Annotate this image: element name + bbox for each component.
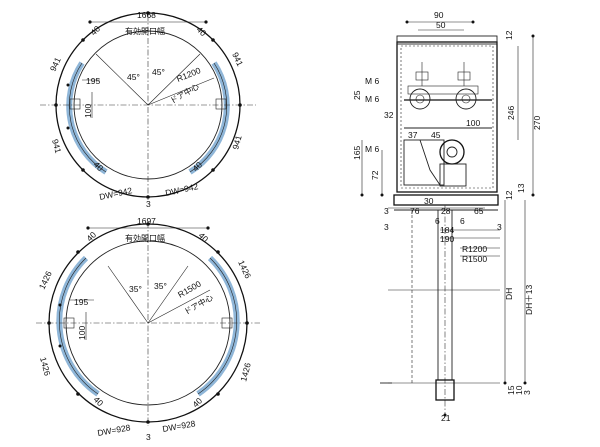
d3-c: 3 <box>497 222 502 232</box>
d65: 65 <box>474 206 484 216</box>
dw-right: DW=942 <box>164 181 199 198</box>
d90: 90 <box>434 10 444 20</box>
jamb-left <box>63 317 75 329</box>
m6-b: M 6 <box>365 94 379 104</box>
arc-right-bottom: 941 <box>230 134 243 151</box>
dw-left: DW=928 <box>97 422 132 438</box>
angle-line-left <box>107 265 149 324</box>
width-dim: 1668 <box>137 10 156 20</box>
r1500: R1500 <box>462 254 487 264</box>
d72: 72 <box>370 170 380 180</box>
glass-edge-right <box>197 257 237 395</box>
d50: 50 <box>436 20 446 30</box>
d246: 246 <box>506 106 516 120</box>
section-view: 90 50 12 270 246 M 6 M 6 M 6 25 32 100 3… <box>352 10 542 423</box>
arc-right-bottom: 1426 <box>238 361 253 382</box>
d32: 32 <box>384 110 394 120</box>
d184: 184 <box>440 225 454 235</box>
gap-3: 3 <box>146 432 151 442</box>
d37: 37 <box>408 130 418 140</box>
door-center: ドア中心 <box>168 81 201 106</box>
radius-line <box>147 289 211 324</box>
d3-b: 3 <box>384 222 389 232</box>
arc-left-top: 941 <box>48 56 63 73</box>
d15: 15 <box>506 385 516 395</box>
angle-line-left <box>95 53 149 106</box>
arc-left-bottom: 941 <box>50 138 63 155</box>
opening-label: 有効開口幅 <box>125 26 165 36</box>
d12-top: 12 <box>504 30 514 40</box>
bottom-40-right: 40 <box>190 395 204 409</box>
dw-left: DW=942 <box>98 185 133 202</box>
angle-right: 35° <box>154 281 167 291</box>
d13: 13 <box>516 183 526 193</box>
sill-bottom <box>435 379 455 401</box>
inner-circle <box>65 240 231 406</box>
plan-top: 1668 有効開口幅 40 40 941 941 941 941 45° 45°… <box>40 10 256 209</box>
opening-label: 有効開口幅 <box>125 233 165 243</box>
header-frame <box>396 41 498 193</box>
d165: 165 <box>352 146 362 160</box>
m6-a: M 6 <box>365 76 379 86</box>
angle-right: 45° <box>152 67 165 77</box>
dh13: DH＋13 <box>524 284 534 315</box>
d45: 45 <box>431 130 441 140</box>
glass-edge-right <box>189 62 228 173</box>
angle-left: 35° <box>129 284 142 294</box>
d6-b: 6 <box>460 216 465 226</box>
jamb-right <box>215 98 227 110</box>
d76: 76 <box>410 206 420 216</box>
jamb-right <box>221 317 233 329</box>
d21: 21 <box>441 413 451 423</box>
width-dim: 1697 <box>137 216 156 226</box>
roller-left <box>409 88 431 110</box>
door-operator <box>403 139 445 186</box>
arc-right-top: 1426 <box>236 259 253 281</box>
plan-bottom: 1697 有効開口幅 40 40 1426 1426 1426 1426 35°… <box>36 216 260 442</box>
header-inner <box>400 45 494 189</box>
radius-label: R1500 <box>176 278 203 299</box>
glass-edge-left <box>59 257 99 395</box>
edge-40-left: 40 <box>88 23 102 37</box>
d12-mid: 12 <box>504 190 514 200</box>
roller-right <box>455 88 477 110</box>
glass-edge-left <box>68 62 107 173</box>
dim-195: 195 <box>86 76 100 86</box>
m6-c: M 6 <box>365 144 379 154</box>
edge-40-right: 40 <box>197 230 211 244</box>
r1200: R1200 <box>462 244 487 254</box>
hanger-plate <box>407 85 479 95</box>
dh: DH <box>504 288 514 300</box>
angle-left: 45° <box>127 72 140 82</box>
angle-line-right <box>147 265 189 324</box>
angle-line-right <box>147 53 201 106</box>
radius-label: R1200 <box>175 65 202 84</box>
d190: 190 <box>440 234 454 244</box>
arc-left-bottom: 1426 <box>38 356 53 377</box>
header-top-plate <box>396 35 498 45</box>
d10: 10 <box>514 385 524 395</box>
dim-100: 100 <box>83 104 93 118</box>
radius-line <box>147 77 215 106</box>
arc-left-top: 1426 <box>37 269 54 291</box>
d28: 28 <box>441 206 451 216</box>
d3-d: 3 <box>522 390 532 395</box>
edge-40-left: 40 <box>84 229 98 243</box>
sill-plate <box>393 194 499 206</box>
d100: 100 <box>466 118 480 128</box>
d6-a: 6 <box>435 216 440 226</box>
arc-right-top: 941 <box>230 51 245 68</box>
d3-a: 3 <box>384 206 389 216</box>
dim-100: 100 <box>77 326 87 340</box>
d30: 30 <box>424 196 434 206</box>
d25: 25 <box>352 90 362 100</box>
dim-195: 195 <box>74 297 88 307</box>
jamb-left <box>69 98 81 110</box>
d270: 270 <box>532 116 542 130</box>
gap-3: 3 <box>146 199 151 209</box>
